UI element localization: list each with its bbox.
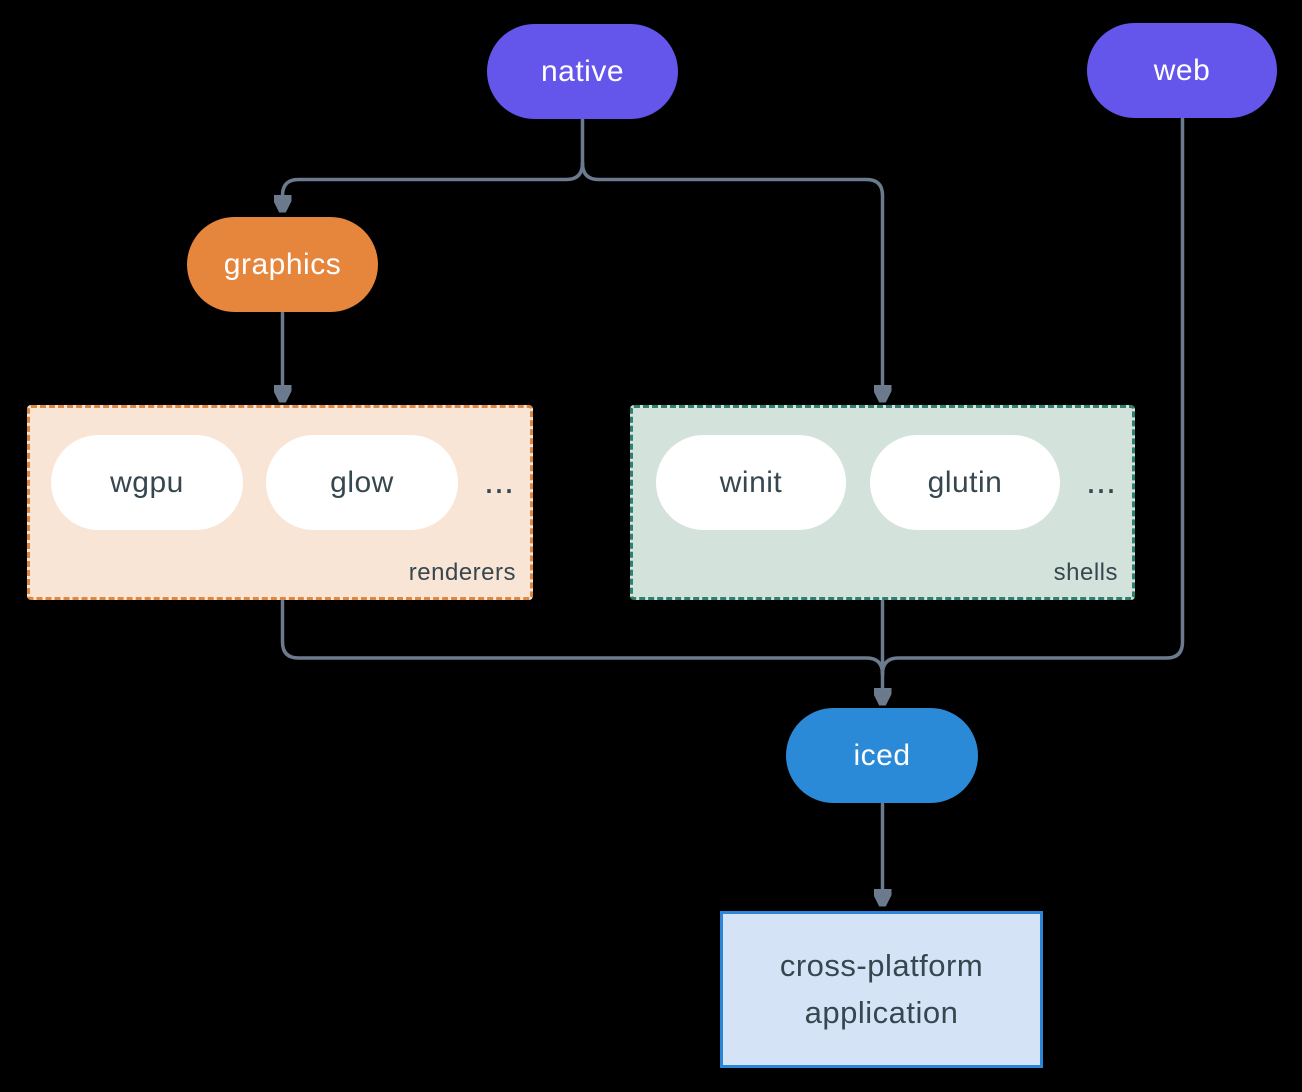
app-box-line2: application <box>804 994 959 1030</box>
shells-group-label: shells <box>1053 559 1118 586</box>
node-cross-platform-application: cross-platform application <box>720 911 1043 1068</box>
shells-ellipsis: ... <box>1085 460 1116 501</box>
node-native: native <box>487 24 678 119</box>
renderers-group-label: renderers <box>408 559 516 586</box>
node-winit: winit <box>656 435 846 530</box>
renderers-ellipsis: ... <box>483 460 514 501</box>
node-graphics: graphics <box>187 217 378 312</box>
edge-native-to-graphics <box>283 161 585 207</box>
group-shells: winit glutin ... shells <box>630 405 1135 600</box>
node-glow: glow <box>266 435 458 530</box>
node-glutin: glutin <box>870 435 1060 530</box>
node-glutin-label: glutin <box>927 465 1003 499</box>
node-winit-label: winit <box>719 465 783 499</box>
edge-native-to-shells <box>580 161 883 397</box>
app-box-line1: cross-platform <box>779 948 984 983</box>
node-native-label: native <box>540 54 625 88</box>
node-iced-label: iced <box>853 738 911 772</box>
node-web-label: web <box>1153 53 1211 87</box>
node-graphics-label: graphics <box>223 247 342 281</box>
node-wgpu-label: wgpu <box>110 465 184 499</box>
edge-renderers-to-junction <box>280 599 885 676</box>
edge-web-to-junction <box>880 117 1185 676</box>
node-web: web <box>1087 23 1277 118</box>
node-glow-label: glow <box>330 465 394 499</box>
node-wgpu: wgpu <box>51 435 243 530</box>
node-iced: iced <box>786 708 978 803</box>
group-renderers: wgpu glow ... renderers <box>27 405 533 600</box>
